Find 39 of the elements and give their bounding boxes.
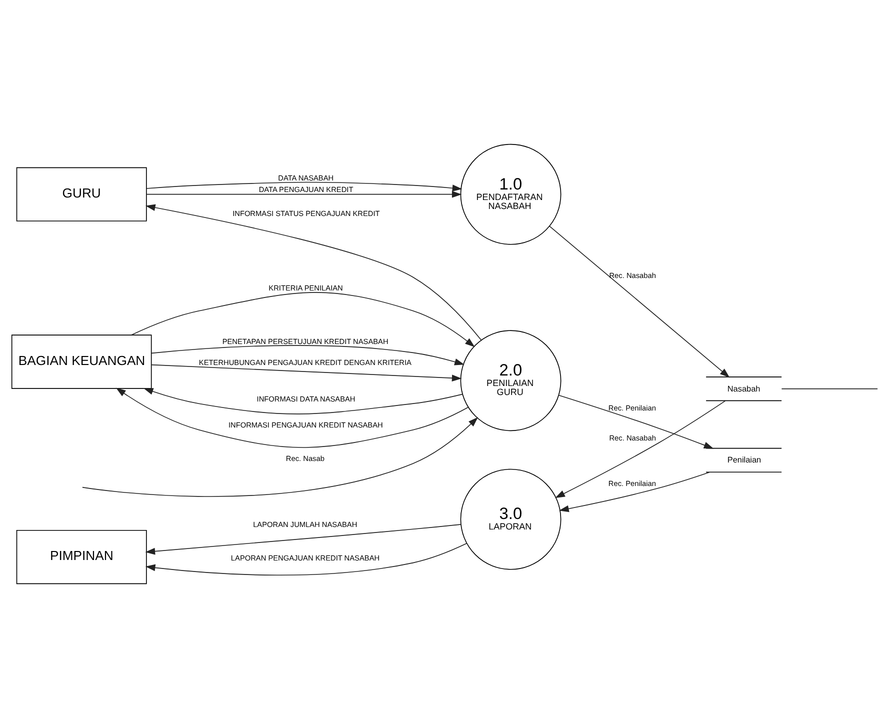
arrow — [130, 292, 475, 347]
arrow — [146, 181, 462, 192]
node-box: GURU — [16, 166, 147, 221]
arrow — [555, 400, 726, 498]
edge-label: KRITERIA PENILAIAN — [268, 283, 343, 292]
edge-label: Rec. Nasabah — [609, 270, 656, 280]
arrow — [146, 190, 462, 198]
edge-label: LAPORAN JUMLAH NASABAH — [253, 519, 358, 528]
connector — [781, 388, 878, 389]
arrow — [151, 364, 462, 381]
edge-label: PENETAPAN PERSETUJUAN KREDIT NASABAH — [222, 336, 388, 346]
node-circle: 2.0 PENILAIAN GURU — [460, 330, 562, 431]
arrow — [558, 471, 710, 512]
edge-label: Rec. Penilaian — [608, 402, 656, 412]
arrow — [82, 416, 478, 496]
edge-label: INFORMASI PENGAJUAN KREDIT NASABAH — [228, 420, 383, 430]
edge-label: DATA NASABAH — [278, 173, 334, 182]
node-circle: 3.0 LAPORAN — [460, 468, 562, 570]
node-box: BAGIAN KEUANGAN — [11, 334, 152, 388]
edge-label: KETERHUBUNGAN PENGAJUAN KREDIT DENGAN KRITERIA — [198, 358, 412, 367]
node-text: Nasabah — [727, 384, 760, 393]
arrow — [145, 524, 462, 554]
arrow — [143, 388, 463, 414]
edge-label: INFORMASI STATUS PENGAJUAN KREDIT — [232, 208, 380, 218]
arrow — [549, 225, 730, 378]
node-text: Penilaian — [727, 455, 762, 464]
arrow — [145, 542, 468, 576]
edge-label: INFORMASI DATA NASABAH — [256, 394, 356, 403]
arrow — [145, 204, 482, 340]
arrow — [558, 394, 714, 448]
arrow — [151, 344, 464, 365]
edge-label: DATA PENGAJUAN KREDIT — [258, 184, 354, 194]
edge-label: LAPORAN PENGAJUAN KREDIT NASABAH — [230, 552, 380, 562]
node-box: PIMPINAN — [16, 529, 147, 584]
edge-label: Rec. Nasab — [286, 454, 324, 463]
edge-label: Rec. Nasabah — [609, 433, 656, 442]
edge-label: Rec. Penilaian — [608, 478, 656, 488]
node-circle: 1.0 PENDAFTARAN NASABAH — [460, 143, 562, 244]
arrow — [116, 387, 469, 448]
